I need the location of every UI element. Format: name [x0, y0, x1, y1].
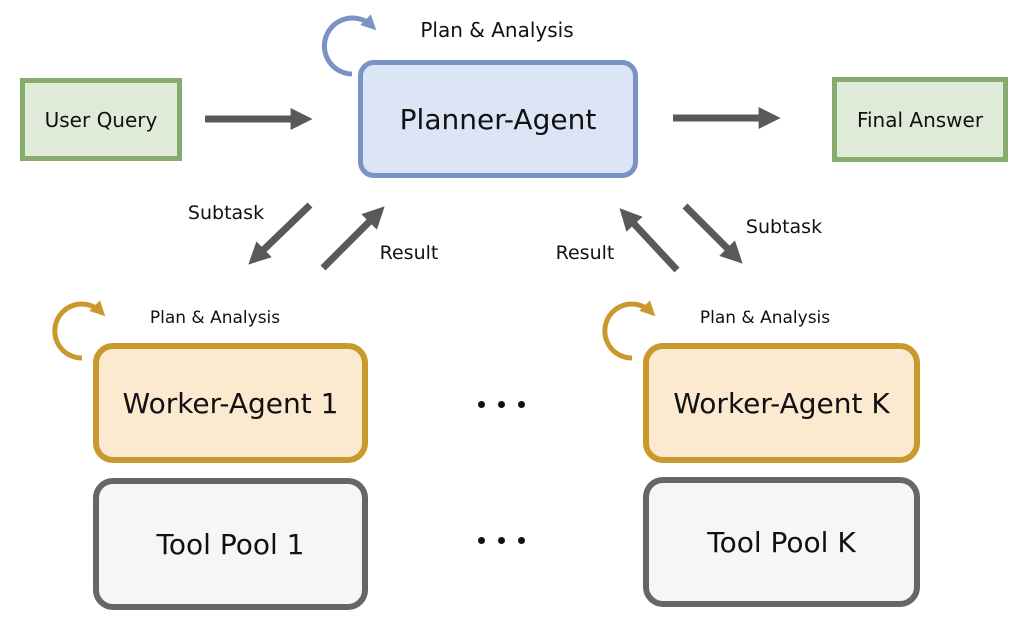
planner-to-workerk-subtask-arrow	[682, 203, 743, 264]
worker1-plan-analysis-label: Plan & Analysis	[149, 308, 281, 328]
tool-pool-k-node: Tool Pool K	[643, 477, 920, 607]
tool-pool-k-label: Tool Pool K	[707, 525, 856, 559]
worker1-to-planner-result-arrow	[320, 206, 385, 271]
result-right-label: Result	[555, 242, 615, 264]
subtask-left-label: Subtask	[187, 202, 265, 224]
planner-agent-node: Planner-Agent	[358, 60, 638, 178]
workerk-to-planner-result-arrow	[619, 208, 680, 273]
worker-agent-1-label: Worker-Agent 1	[122, 386, 339, 420]
worker1-self-loop-icon	[52, 300, 106, 361]
user-query-label: User Query	[44, 107, 158, 132]
final-answer-label: Final Answer	[856, 107, 984, 132]
ellipsis-tool-pools-icon	[478, 537, 525, 544]
result-left-label: Result	[379, 242, 439, 264]
ellipsis-workers-icon	[478, 401, 525, 408]
worker-agent-1-node: Worker-Agent 1	[93, 343, 368, 463]
tool-pool-1-node: Tool Pool 1	[93, 478, 368, 610]
planner-plan-analysis-label: Plan & Analysis	[420, 18, 574, 42]
planner-agent-label: Planner-Agent	[399, 102, 597, 136]
workerk-plan-analysis-label: Plan & Analysis	[699, 308, 831, 328]
worker-agent-k-label: Worker-Agent K	[673, 386, 890, 420]
tool-pool-1-label: Tool Pool 1	[156, 527, 305, 561]
workerk-self-loop-icon	[602, 300, 656, 361]
final-answer-node: Final Answer	[832, 77, 1008, 162]
subtask-right-label: Subtask	[745, 216, 823, 238]
worker-agent-k-node: Worker-Agent K	[643, 343, 920, 463]
user-query-node: User Query	[20, 78, 182, 161]
